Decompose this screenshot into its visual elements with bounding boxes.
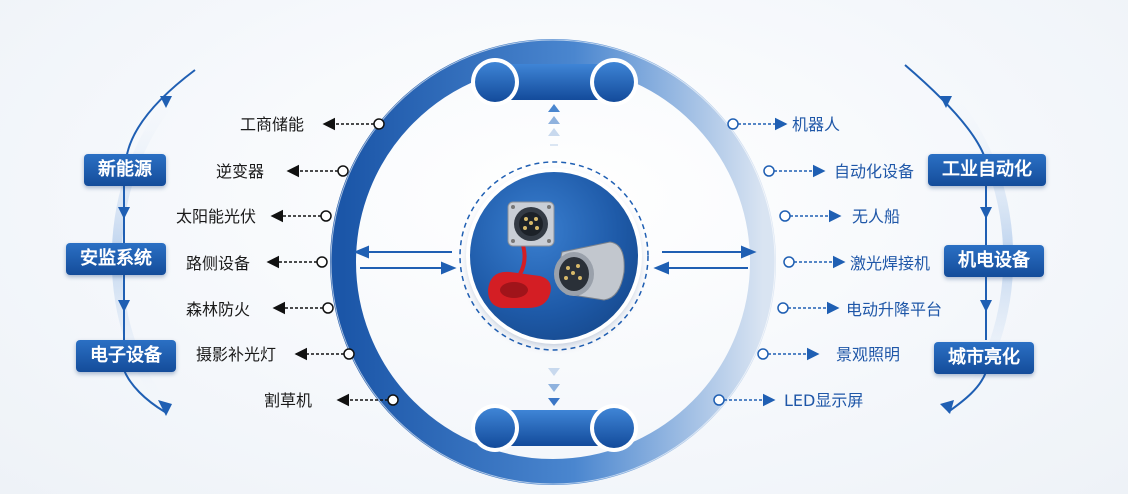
left-connectors xyxy=(266,117,388,407)
bottom-cap xyxy=(471,404,638,452)
up-chevrons xyxy=(548,104,560,146)
label-landscape-lighting: 景观照明 xyxy=(836,345,901,364)
label-roadside-equipment: 路侧设备 xyxy=(186,254,251,273)
top-cap xyxy=(471,58,638,106)
label-fill-light: 摄影补光灯 xyxy=(196,345,277,364)
left-flow-arrowheads xyxy=(118,96,172,416)
category-urban-lighting: 城市亮化 xyxy=(934,342,1034,374)
main-ring xyxy=(330,39,776,485)
label-led-display: LED显示屏 xyxy=(784,391,864,410)
label-robot: 机器人 xyxy=(792,115,841,134)
right-connector-dots xyxy=(713,118,795,406)
category-new-energy: 新能源 xyxy=(84,154,166,186)
label-solar-pv: 太阳能光伏 xyxy=(176,207,257,226)
down-chevrons xyxy=(548,368,560,406)
inner-dashed-circle xyxy=(459,161,649,351)
label-automation-equipment: 自动化设备 xyxy=(834,162,915,181)
label-laser-welder: 激光焊接机 xyxy=(850,254,931,273)
label-electric-lift: 电动升降平台 xyxy=(846,300,943,319)
category-electromechanical: 机电设备 xyxy=(944,245,1044,277)
left-bidirectional-arrows xyxy=(353,245,457,275)
right-bidirectional-arrows xyxy=(653,245,757,275)
label-commercial-storage: 工商储能 xyxy=(240,115,305,134)
label-forest-fire: 森林防火 xyxy=(186,300,251,319)
label-lawn-mower: 割草机 xyxy=(264,391,313,410)
connector-product-image xyxy=(470,172,638,340)
left-connector-dots xyxy=(316,118,399,406)
right-connectors xyxy=(724,117,846,407)
category-safety-monitoring: 安监系统 xyxy=(66,243,166,275)
category-electronic-equipment: 电子设备 xyxy=(76,340,176,372)
right-flow-arrowheads xyxy=(940,96,992,414)
label-inverter: 逆变器 xyxy=(216,162,265,181)
category-industrial-automation: 工业自动化 xyxy=(928,154,1046,186)
label-unmanned-boat: 无人船 xyxy=(852,207,901,226)
